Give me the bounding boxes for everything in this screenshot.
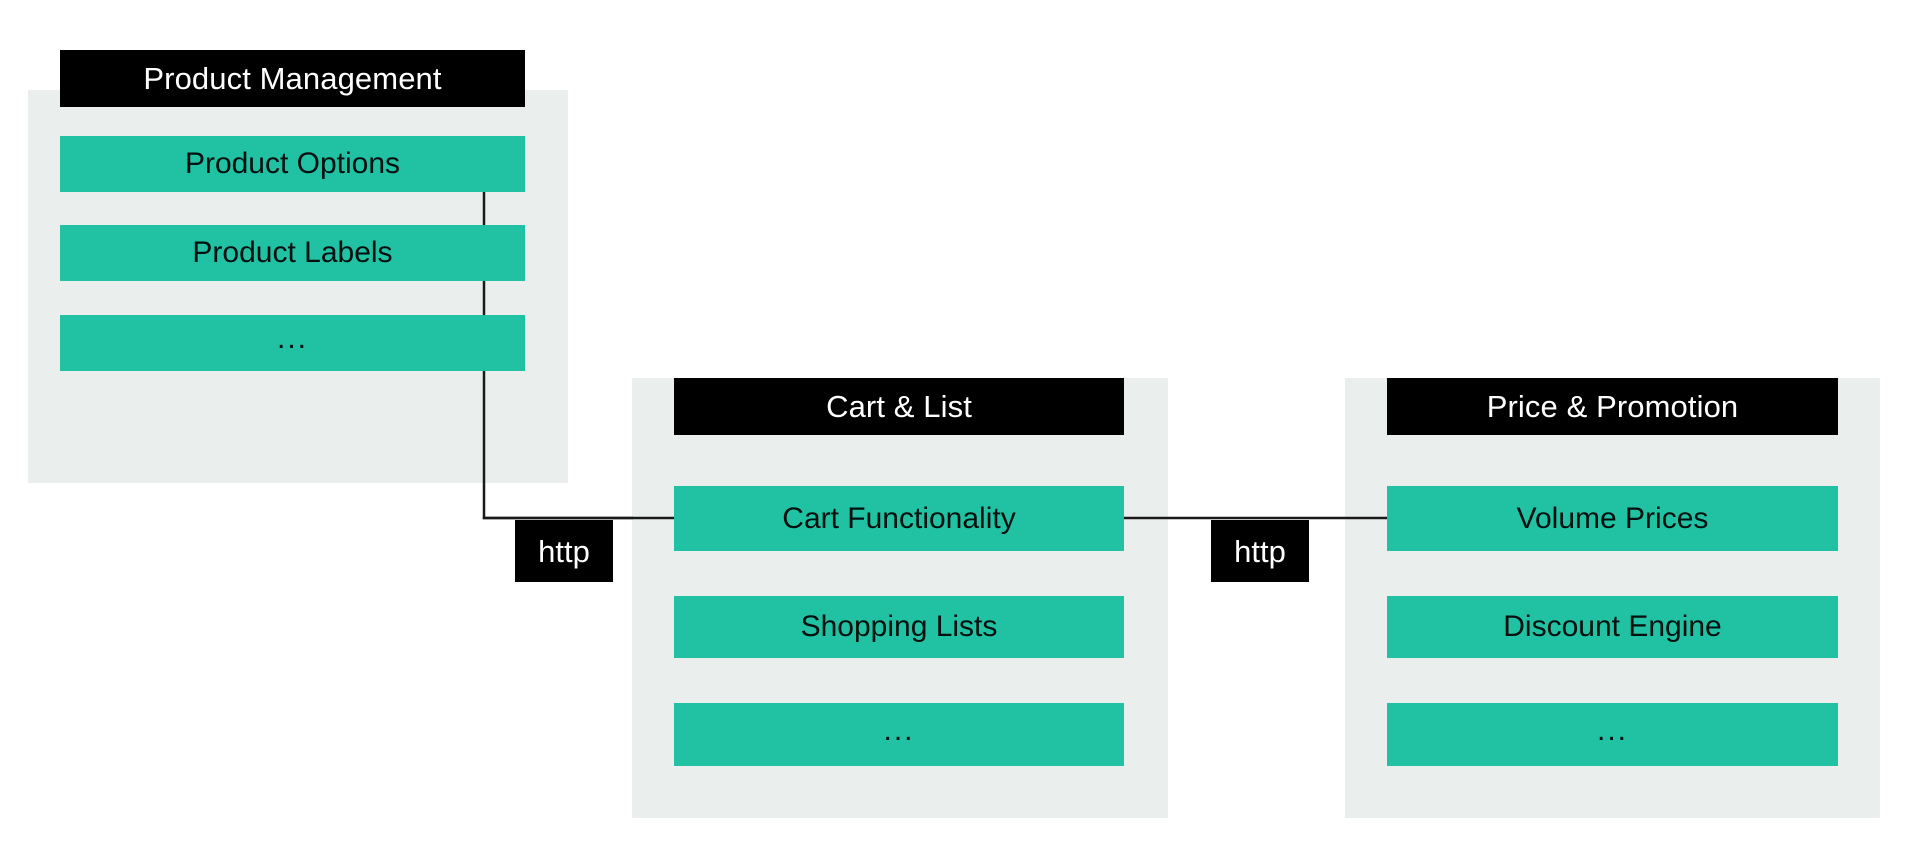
group-title-label: Product Management	[143, 61, 442, 96]
component-box-cart-functionality[interactable]: Cart Functionality	[674, 486, 1124, 551]
component-box-volume-prices[interactable]: Volume Prices	[1387, 486, 1838, 551]
component-label: ...	[276, 322, 308, 355]
component-box-price-more[interactable]: ...	[1387, 703, 1838, 766]
component-label: ...	[1596, 713, 1628, 747]
component-box-product-more[interactable]: ...	[60, 315, 525, 371]
component-label: Discount Engine	[1503, 610, 1722, 643]
component-box-product-labels[interactable]: Product Labels	[60, 225, 525, 281]
component-box-cart-more[interactable]: ...	[674, 703, 1124, 766]
protocol-label: http	[538, 533, 590, 569]
component-box-shopping-lists[interactable]: Shopping Lists	[674, 596, 1124, 658]
group-title-label: Cart & List	[826, 389, 972, 424]
component-label: Cart Functionality	[782, 501, 1016, 535]
component-label: Product Options	[184, 147, 401, 180]
group-title-label: Price & Promotion	[1486, 389, 1739, 424]
component-label: Shopping Lists	[800, 610, 998, 643]
component-label: Volume Prices	[1516, 501, 1709, 535]
group-header-price-and-promotion[interactable]: Price & Promotion	[1387, 378, 1838, 435]
protocol-label: http	[1234, 533, 1286, 569]
protocol-tag-http-cart-to-price[interactable]: http	[1211, 520, 1309, 582]
component-box-discount-engine[interactable]: Discount Engine	[1387, 596, 1838, 658]
group-header-product-management[interactable]: Product Management	[60, 50, 525, 107]
component-label: ...	[883, 713, 915, 747]
component-box-product-options[interactable]: Product Options	[60, 136, 525, 192]
group-header-cart-and-list[interactable]: Cart & List	[674, 378, 1124, 435]
component-label: Product Labels	[192, 236, 393, 269]
protocol-tag-http-product-to-cart[interactable]: http	[515, 520, 613, 582]
